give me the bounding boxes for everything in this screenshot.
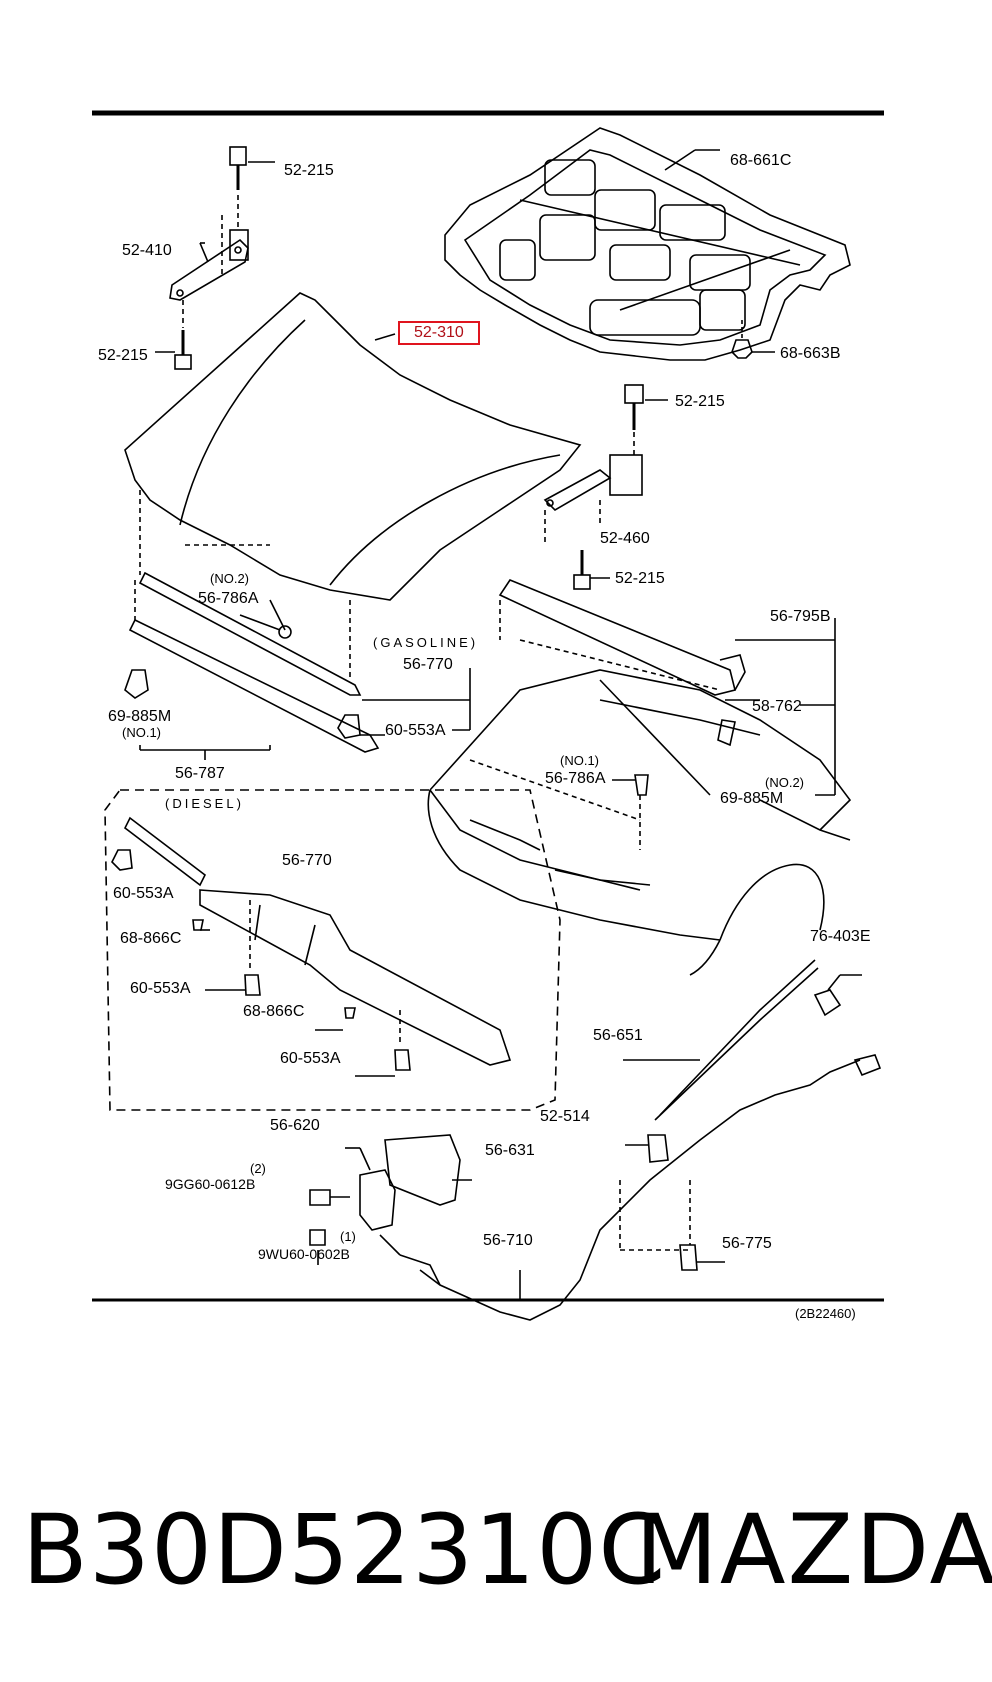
label-60-553a-a: 60-553A bbox=[385, 722, 446, 739]
label-52-215-a: 52-215 bbox=[284, 162, 334, 179]
label-68-663b: 68-663B bbox=[780, 345, 841, 362]
label-56-651: 56-651 bbox=[593, 1027, 643, 1044]
label-qty-1: (1) bbox=[340, 1229, 356, 1244]
label-69-885m-b: 69-885M bbox=[720, 790, 784, 807]
lock-bracket bbox=[384, 1134, 461, 1206]
label-52-215-c: 52-215 bbox=[675, 393, 725, 410]
clip-56-786a-left bbox=[278, 625, 292, 639]
label-52-514: 52-514 bbox=[540, 1108, 590, 1125]
label-no1-a: (NO.1) bbox=[122, 725, 161, 740]
label-52-215-b: 52-215 bbox=[98, 347, 148, 364]
clip-69-885m-left bbox=[124, 669, 149, 699]
cable-handle bbox=[853, 1054, 882, 1077]
label-56-786a-a: 56-786A bbox=[198, 590, 259, 607]
label-56-775: 56-775 bbox=[722, 1235, 772, 1252]
label-56-795b: 56-795B bbox=[770, 608, 831, 625]
grommet-76-403e bbox=[813, 989, 842, 1017]
part-number: B30D52310C bbox=[22, 1494, 667, 1606]
label-52-460: 52-460 bbox=[600, 530, 650, 547]
label-76-403e: 76-403E bbox=[810, 928, 871, 945]
nut-9wu bbox=[309, 1229, 326, 1246]
label-no1-b: (NO.1) bbox=[560, 753, 599, 768]
bolt-9gg bbox=[309, 1189, 350, 1206]
diesel-strip-upper bbox=[123, 816, 207, 887]
label-56-787: 56-787 bbox=[175, 765, 225, 782]
label-68-866c-a: 68-866C bbox=[120, 930, 182, 947]
clip-68-663b bbox=[731, 339, 753, 359]
clip-60-553a-top bbox=[337, 714, 361, 739]
hinge-right bbox=[543, 454, 643, 512]
diesel-box bbox=[104, 789, 561, 1111]
label-56-620: 56-620 bbox=[270, 1117, 320, 1134]
seal-no1 bbox=[128, 618, 380, 753]
clip-60-553a-d bbox=[394, 1049, 411, 1071]
label-52-410: 52-410 bbox=[122, 242, 172, 259]
diesel-strip-lower bbox=[199, 889, 512, 1066]
label-58-762: 58-762 bbox=[752, 698, 802, 715]
label-56-770-b: 56-770 bbox=[282, 852, 332, 869]
clip-52-514 bbox=[647, 1134, 669, 1163]
hood-lock bbox=[359, 1169, 396, 1231]
brand-name: MAZDA bbox=[635, 1494, 992, 1606]
label-56-770-a: 56-770 bbox=[403, 656, 453, 673]
label-no2-b: (NO.2) bbox=[765, 775, 804, 790]
bolt-left-top bbox=[229, 146, 247, 190]
clip-68-866c-b bbox=[344, 1007, 356, 1019]
car-outline bbox=[427, 669, 852, 976]
label-9gg60-0612b: 9GG60-0612B bbox=[165, 1176, 256, 1192]
label-60-553a-d: 60-553A bbox=[280, 1050, 341, 1067]
bolt-left-bottom bbox=[174, 330, 192, 370]
clip-60-553a-c bbox=[244, 974, 261, 996]
label-qty-2: (2) bbox=[250, 1161, 266, 1176]
diagram-ref-code: (2B22460) bbox=[795, 1306, 856, 1321]
label-52-215-d: 52-215 bbox=[615, 570, 665, 587]
diagram-drawing bbox=[92, 110, 884, 1321]
hood-panel bbox=[124, 292, 582, 601]
prop-rod bbox=[659, 959, 816, 1116]
label-56-710: 56-710 bbox=[483, 1232, 533, 1249]
label-56-786a-b: 56-786A bbox=[545, 770, 606, 787]
hood-insulator bbox=[444, 127, 851, 361]
clip-68-866c-a bbox=[192, 919, 204, 931]
label-60-553a-c: 60-553A bbox=[130, 980, 191, 997]
label-68-661c: 68-661C bbox=[730, 152, 792, 169]
label-diesel: (DIESEL) bbox=[165, 796, 244, 811]
label-69-885m-a: 69-885M bbox=[108, 708, 172, 725]
label-60-553a-b: 60-553A bbox=[113, 885, 174, 902]
label-gasoline: (GASOLINE) bbox=[373, 635, 479, 650]
seal-no2 bbox=[138, 571, 362, 696]
label-9wu60-0602b: 9WU60-0602B bbox=[258, 1246, 350, 1262]
bolt-right-top bbox=[624, 384, 644, 430]
clip-60-553a-b bbox=[111, 849, 133, 871]
label-no2-a: (NO.2) bbox=[210, 571, 249, 586]
clip-58-762 bbox=[717, 719, 736, 747]
clip-56-775 bbox=[679, 1244, 698, 1271]
label-56-631: 56-631 bbox=[485, 1142, 535, 1159]
cowl-seal bbox=[498, 579, 736, 696]
hinge-left bbox=[169, 229, 249, 301]
clip-56-786a-right bbox=[634, 774, 649, 796]
parts-diagram: 52-215 52-410 52-215 52-310 68-661C 68-6… bbox=[92, 110, 884, 1321]
label-52-310-highlighted: 52-310 bbox=[398, 321, 480, 345]
release-cable bbox=[419, 1059, 861, 1321]
footer-caption: B30D52310C MAZDA bbox=[0, 1460, 992, 1640]
bolt-right-bottom bbox=[573, 550, 591, 590]
label-68-866c-b: 68-866C bbox=[243, 1003, 305, 1020]
